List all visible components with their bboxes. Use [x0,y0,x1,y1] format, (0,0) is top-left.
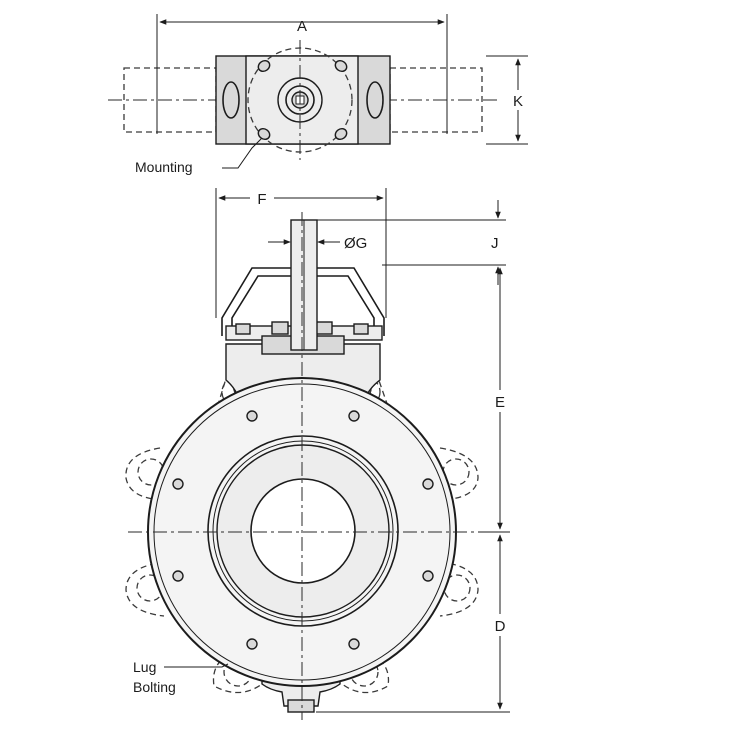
right-slot [366,81,384,119]
front-view [125,212,479,720]
seat-ring-mid [212,440,394,622]
dimension-j: J [317,200,506,285]
bottom-plug [287,699,315,713]
mounting-hole [334,59,348,73]
mounting-callout: Mounting [135,137,263,175]
bore [250,478,356,584]
top-view [108,40,500,160]
label-j: J [491,235,499,252]
label-k: K [513,93,523,110]
seat-ring-outer [207,435,399,627]
dimension-d: D [316,534,512,713]
dimension-e: E [478,267,512,533]
left-slot [222,81,240,119]
lug-bolting-callout: Lug Bolting [133,659,229,695]
mounting-hole [257,59,271,73]
dimension-g: ØG [268,235,367,252]
label-mounting: Mounting [135,159,193,175]
label-a: A [297,18,307,35]
dimension-k: K [486,55,530,145]
label-f: F [257,191,266,208]
body-bolts [172,410,434,650]
label-g: ØG [344,235,367,252]
label-e: E [495,394,505,411]
dimension-f: F [215,188,387,318]
bracket-nuts [235,321,369,335]
label-bolting: Bolting [133,679,176,695]
label-lug: Lug [133,659,156,675]
mounting-hole [334,127,348,141]
label-d: D [495,618,506,635]
dimension-a: A [156,14,448,134]
mounting-hole [257,127,271,141]
